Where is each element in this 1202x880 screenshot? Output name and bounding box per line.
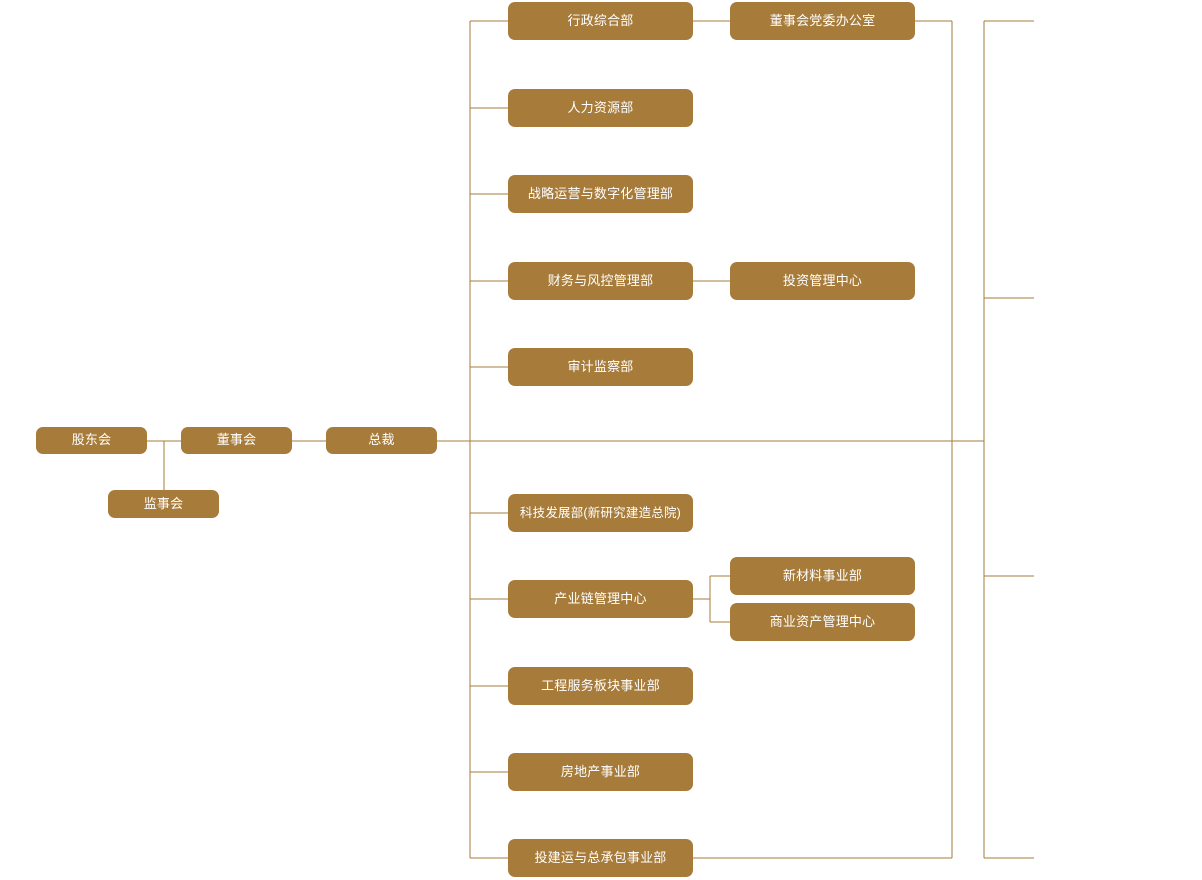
node-dept-strategy-digital-label: 战略运营与数字化管理部 bbox=[527, 185, 674, 201]
node-dept-industry-chain[interactable]: 产业链管理中心 bbox=[508, 580, 693, 618]
node-shareholders-label: 股东会 bbox=[71, 432, 112, 448]
node-board-party-office-label: 董事会党委办公室 bbox=[769, 12, 876, 28]
node-supervisors-label: 监事会 bbox=[143, 495, 184, 511]
node-board[interactable]: 董事会 bbox=[181, 427, 292, 454]
node-shareholders[interactable]: 股东会 bbox=[36, 427, 147, 454]
node-dept-human-resources[interactable]: 人力资源部 bbox=[508, 89, 693, 127]
node-dept-invest-build-epc[interactable]: 投建运与总承包事业部 bbox=[508, 839, 693, 877]
node-commercial-asset-center-label: 商业资产管理中心 bbox=[769, 613, 876, 629]
node-president-label: 总裁 bbox=[368, 432, 395, 448]
node-commercial-asset-center[interactable]: 商业资产管理中心 bbox=[730, 603, 915, 641]
node-dept-tech-development-label: 科技发展部(新研究建造总院) bbox=[519, 505, 682, 520]
node-board-label: 董事会 bbox=[216, 432, 257, 448]
node-new-materials-division-label: 新材料事业部 bbox=[782, 567, 863, 583]
node-president[interactable]: 总裁 bbox=[326, 427, 437, 454]
node-dept-finance-risk-label: 财务与风控管理部 bbox=[547, 272, 654, 288]
node-dept-strategy-digital[interactable]: 战略运营与数字化管理部 bbox=[508, 175, 693, 213]
node-dept-administration-label: 行政综合部 bbox=[567, 12, 634, 28]
node-dept-real-estate-label: 房地产事业部 bbox=[560, 763, 641, 779]
node-dept-engineering-services-label: 工程服务板块事业部 bbox=[541, 677, 660, 693]
node-dept-finance-risk[interactable]: 财务与风控管理部 bbox=[508, 262, 693, 300]
node-dept-industry-chain-label: 产业链管理中心 bbox=[554, 590, 647, 606]
node-dept-tech-development[interactable]: 科技发展部(新研究建造总院) bbox=[508, 494, 693, 532]
node-investment-center[interactable]: 投资管理中心 bbox=[730, 262, 915, 300]
node-new-materials-division[interactable]: 新材料事业部 bbox=[730, 557, 915, 595]
node-supervisors[interactable]: 监事会 bbox=[108, 490, 219, 518]
node-dept-human-resources-label: 人力资源部 bbox=[567, 99, 634, 115]
node-investment-center-label: 投资管理中心 bbox=[782, 272, 863, 288]
node-dept-administration[interactable]: 行政综合部 bbox=[508, 2, 693, 40]
node-dept-audit-supervision-label: 审计监察部 bbox=[567, 358, 634, 374]
node-dept-engineering-services[interactable]: 工程服务板块事业部 bbox=[508, 667, 693, 705]
node-board-party-office[interactable]: 董事会党委办公室 bbox=[730, 2, 915, 40]
node-dept-invest-build-epc-label: 投建运与总承包事业部 bbox=[534, 849, 667, 865]
node-dept-real-estate[interactable]: 房地产事业部 bbox=[508, 753, 693, 791]
node-dept-audit-supervision[interactable]: 审计监察部 bbox=[508, 348, 693, 386]
